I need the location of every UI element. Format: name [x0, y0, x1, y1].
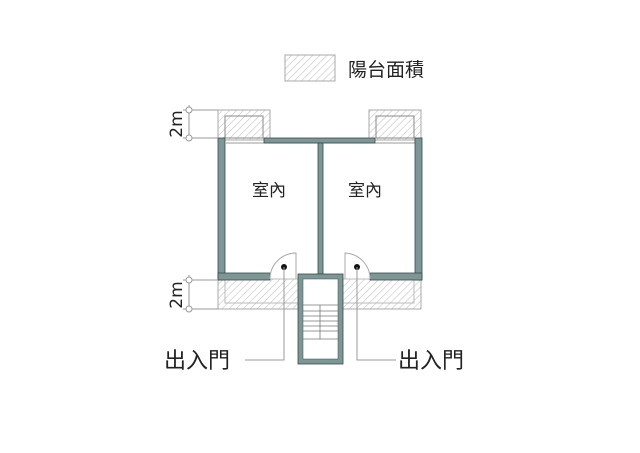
walls: [217, 137, 423, 281]
entrance-label-right: 出入門: [398, 349, 464, 374]
legend-label: 陽台面積: [348, 59, 424, 81]
leader-left: [245, 267, 285, 361]
room-label-right: 室內: [348, 181, 382, 201]
entrance-label-left: 出入門: [164, 349, 230, 374]
leader-right: [356, 267, 396, 361]
staircase: [297, 273, 344, 365]
balcony-top-left: [217, 109, 271, 141]
balcony-top-right: [368, 109, 422, 141]
dimension-top: [183, 105, 218, 142]
dimension-label-bottom: 2m: [167, 281, 187, 308]
legend: 陽台面積: [284, 54, 424, 82]
dimension-label-top: 2m: [167, 110, 187, 137]
legend-hatch-swatch: [284, 54, 336, 82]
dimension-bottom: [183, 275, 218, 313]
room-label-left: 室內: [252, 181, 286, 201]
